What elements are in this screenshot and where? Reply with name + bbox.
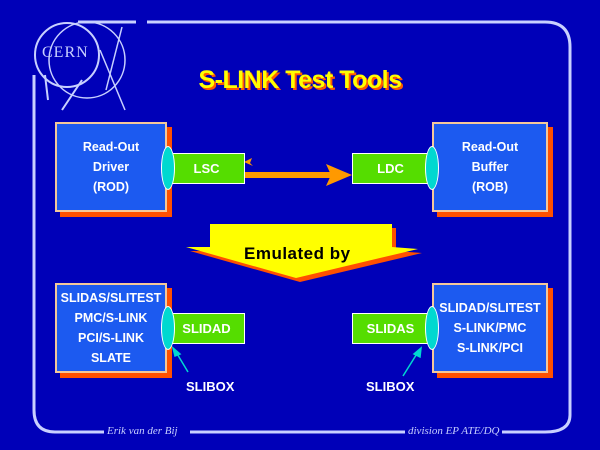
footer-author: Erik van der Bij	[104, 425, 181, 437]
slidad-tools-box: SLIDAD/SLITEST S-LINK/PMC S-LINK/PCI	[432, 283, 548, 373]
box-line: Read-Out	[461, 140, 519, 154]
page-title: S-LINK Test Tools	[198, 66, 402, 94]
emulated-by-banner-arrow	[186, 224, 422, 282]
left-connector-icon	[161, 146, 175, 190]
lsc-card: LSC	[168, 153, 245, 184]
slibox-left-label: SLIBOX	[186, 379, 235, 394]
box-line: PCI/S-LINK	[78, 331, 144, 345]
box-line: SLIDAS/SLITEST	[60, 291, 162, 305]
box-line: Buffer	[471, 160, 509, 174]
read-out-buffer-box: Read-Out Buffer (ROB)	[432, 122, 548, 212]
box-line: SLATE	[90, 351, 132, 365]
ldc-card: LDC	[352, 153, 429, 184]
box-line: Driver	[92, 160, 130, 174]
box-line: SLIDAD/SLITEST	[439, 301, 541, 315]
read-out-driver-box: Read-Out Driver (ROD)	[55, 122, 167, 212]
box-line: PMC/S-LINK	[74, 311, 148, 325]
slidas-card: SLIDAS	[352, 313, 429, 344]
slibox-left-pointer	[171, 345, 189, 373]
slidad-card: SLIDAD	[168, 313, 245, 344]
data-link-arrow	[244, 158, 352, 186]
box-line: S-LINK/PCI	[457, 341, 523, 355]
box-line: S-LINK/PMC	[453, 321, 527, 335]
sliDAS-tools-box: SLIDAS/SLITEST PMC/S-LINK PCI/S-LINK SLA…	[55, 283, 167, 373]
slibox-right-pointer	[402, 346, 422, 377]
cern-logo-text: CERN	[42, 44, 89, 61]
emulated-by-label: Emulated by	[244, 244, 351, 263]
box-line: (ROD)	[92, 180, 130, 194]
right-connector-icon	[425, 146, 439, 190]
box-line: (ROB)	[471, 180, 509, 194]
footer-division: division EP ATE/DQ	[405, 425, 503, 437]
frame-border	[32, 20, 572, 434]
box-line: Read-Out	[82, 140, 140, 154]
slibox-left-connector-icon	[161, 306, 175, 350]
slibox-right-connector-icon	[425, 306, 439, 350]
slibox-right-label: SLIBOX	[366, 379, 415, 394]
